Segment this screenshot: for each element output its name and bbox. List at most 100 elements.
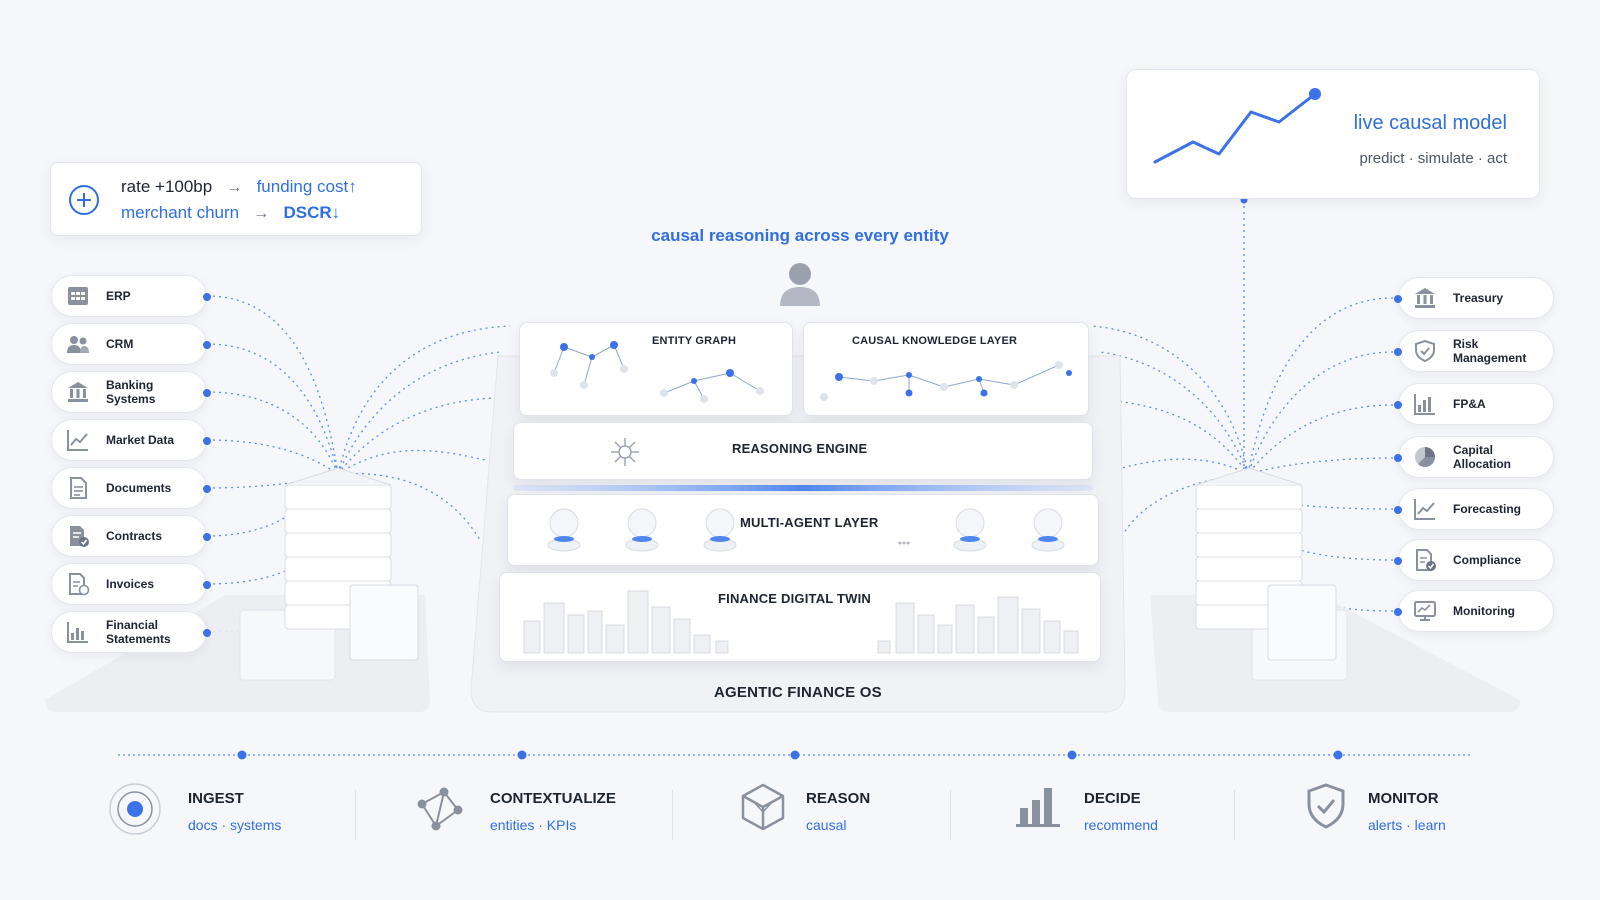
os-label: AGENTIC FINANCE OS xyxy=(714,684,882,701)
connector-dot xyxy=(1394,506,1402,514)
layer-label: ENTITY GRAPH xyxy=(652,335,737,347)
source-crm[interactable]: CRM xyxy=(51,323,211,365)
output-label: Risk Management xyxy=(1453,337,1527,365)
step-reason: REASON causal xyxy=(740,783,870,833)
reasoning-engine-layer: REASONING ENGINE xyxy=(513,422,1093,480)
source-market-data[interactable]: Market Data xyxy=(51,419,211,461)
output-label: Treasury xyxy=(1453,291,1504,305)
output-compliance[interactable]: Compliance xyxy=(1394,539,1554,581)
graph-icon xyxy=(417,787,463,831)
step-monitor: MONITOR alerts · learn xyxy=(1306,783,1446,833)
output-label: Forecasting xyxy=(1453,502,1522,516)
city-buildings xyxy=(523,590,1079,654)
step-ingest: INGEST docs · systems xyxy=(108,783,281,835)
step-divider xyxy=(950,790,951,840)
causal-chain-callout: rate +100bp → funding cost↑ merchant chu… xyxy=(50,162,422,236)
connector-dot xyxy=(203,485,211,493)
connector-dot xyxy=(203,437,211,445)
step-contextualize: CONTEXTUALIZE entities · KPIs xyxy=(414,787,616,833)
output-label: FP&A xyxy=(1453,397,1486,411)
source-financial-statements[interactable]: Financial Statements xyxy=(51,611,211,653)
document-icon xyxy=(70,477,87,499)
contract-icon xyxy=(70,526,89,547)
step-divider xyxy=(1234,790,1235,840)
bank-icon xyxy=(68,382,88,402)
connector-dot xyxy=(203,293,211,301)
source-erp[interactable]: ERP xyxy=(51,275,211,317)
output-label: Monitoring xyxy=(1453,604,1515,618)
connector-dot xyxy=(203,389,211,397)
source-label: Contracts xyxy=(106,529,163,543)
step-subtitle: alerts · learn xyxy=(1368,817,1446,833)
source-banking-systems[interactable]: Banking Systems xyxy=(51,371,211,413)
target-icon xyxy=(109,783,161,835)
step-subtitle: entities · KPIs xyxy=(490,817,577,833)
bar-chart-icon xyxy=(1016,788,1060,827)
step-divider xyxy=(672,790,673,840)
digital-twin-layer: FINANCE DIGITAL TWIN xyxy=(499,572,1101,662)
add-circle-icon xyxy=(69,185,99,215)
bar-chart-icon xyxy=(1414,394,1435,415)
connector-dot xyxy=(203,533,211,541)
causal-graph-nodes xyxy=(820,361,1072,401)
bank-icon xyxy=(1415,288,1435,308)
layer-label: FINANCE DIGITAL TWIN xyxy=(718,591,872,606)
step-title: MONITOR xyxy=(1368,790,1439,807)
output-label: Compliance xyxy=(1453,553,1522,567)
line-chart-icon xyxy=(67,430,88,451)
arrow-icon: → xyxy=(226,179,243,196)
output-capital-allocation[interactable]: Capital Allocation xyxy=(1394,436,1554,478)
connector-dot xyxy=(1394,608,1402,616)
headline: causal reasoning across every entity xyxy=(651,226,949,245)
source-label: ERP xyxy=(106,289,131,303)
causal-chain-row-1: rate +100bp → funding cost↑ xyxy=(121,177,357,197)
user-avatar-icon xyxy=(780,263,820,306)
cube-icon xyxy=(741,783,785,831)
multi-agent-layer: MULTI-AGENT LAYER xyxy=(507,494,1099,566)
source-documents[interactable]: Documents xyxy=(51,467,211,509)
arrow-icon: → xyxy=(253,205,270,222)
connector-dot xyxy=(1394,295,1402,303)
output-fpa[interactable]: FP&A xyxy=(1394,383,1554,425)
causal-chain-row-2: merchant churn → DSCR↓ xyxy=(121,203,340,223)
step-subtitle: recommend xyxy=(1084,817,1158,833)
effect-label: funding cost↑ xyxy=(256,177,357,196)
output-monitoring[interactable]: Monitoring xyxy=(1394,590,1554,632)
line-chart-icon xyxy=(1414,499,1435,520)
compliance-icon xyxy=(1416,549,1436,571)
layer-label: MULTI-AGENT LAYER xyxy=(740,515,879,530)
bar-chart-icon xyxy=(67,622,88,643)
connector-dot xyxy=(1394,348,1402,356)
step-divider xyxy=(355,790,356,840)
output-risk-management[interactable]: Risk Management xyxy=(1394,330,1554,372)
step-decide: DECIDE recommend xyxy=(1016,788,1158,833)
entity-graph-layer: ENTITY GRAPH xyxy=(519,322,793,416)
trend-line-icon xyxy=(1153,88,1321,164)
output-label: Capital Allocation xyxy=(1453,443,1512,471)
shield-check-icon xyxy=(1307,783,1345,829)
cause-label: merchant churn xyxy=(121,203,240,222)
connector-dot xyxy=(1394,454,1402,462)
output-treasury[interactable]: Treasury xyxy=(1394,277,1554,319)
layer-label: CAUSAL KNOWLEDGE LAYER xyxy=(852,335,1018,347)
source-label: Documents xyxy=(106,481,172,495)
erp-grid-icon xyxy=(68,287,88,305)
right-server-stack xyxy=(1195,467,1337,661)
card-subtitle: predict · simulate · act xyxy=(1359,150,1507,167)
card-title: live causal model xyxy=(1353,112,1507,134)
connector-dot xyxy=(1394,401,1402,409)
output-forecasting[interactable]: Forecasting xyxy=(1394,488,1554,530)
source-label: Invoices xyxy=(106,577,155,591)
source-label: Financial Statements xyxy=(106,618,171,646)
source-contracts[interactable]: Contracts xyxy=(51,515,211,557)
connector-dot xyxy=(203,341,211,349)
connector-dot xyxy=(203,629,211,637)
step-subtitle: causal xyxy=(806,817,847,833)
monitor-icon xyxy=(1414,601,1436,621)
source-label: CRM xyxy=(106,337,134,351)
network-node-icon xyxy=(611,438,639,466)
shield-icon xyxy=(1415,339,1435,363)
source-invoices[interactable]: Invoices xyxy=(51,563,211,605)
layer-label: REASONING ENGINE xyxy=(732,441,868,456)
source-label: Banking Systems xyxy=(106,378,156,406)
